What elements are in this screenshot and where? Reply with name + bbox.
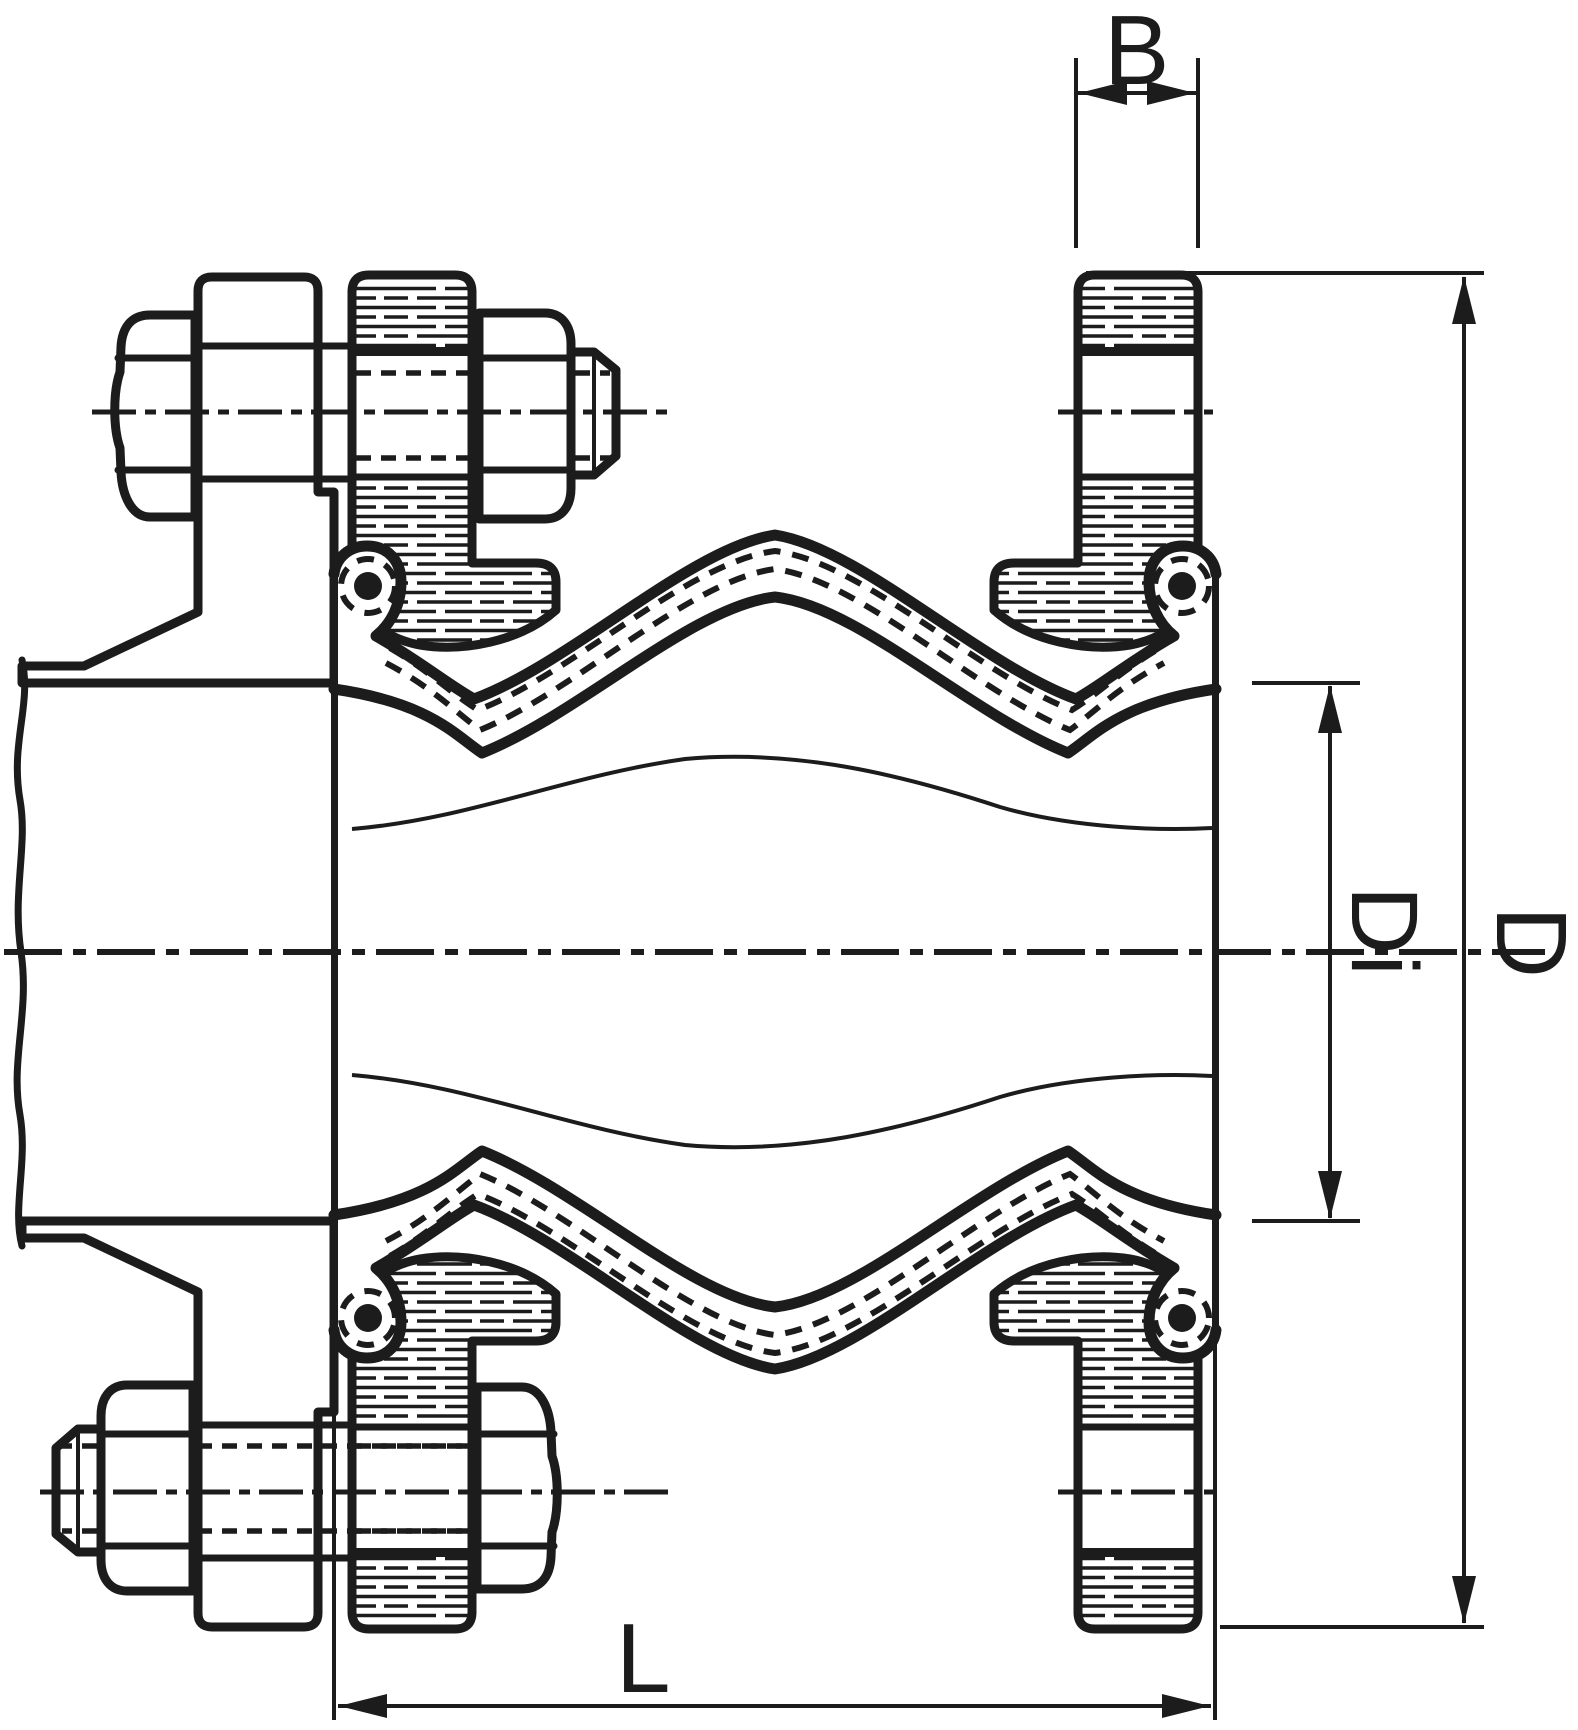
bolt-head-icon <box>477 1387 557 1589</box>
dimension-l: L <box>332 1330 1217 1720</box>
hex-nut-icon <box>96 1385 193 1591</box>
dimension-b-label: B <box>1104 0 1169 105</box>
dimension-di: Di <box>1252 681 1437 1223</box>
dimension-d: D <box>1086 271 1578 1629</box>
hex-nut-icon <box>479 313 576 519</box>
bolt-head-icon <box>115 315 195 517</box>
dimension-b: B <box>1074 0 1200 248</box>
dimension-l-label: L <box>616 1603 671 1713</box>
dimension-di-label: Di <box>1331 886 1437 976</box>
dimension-d-label: D <box>1475 906 1578 978</box>
